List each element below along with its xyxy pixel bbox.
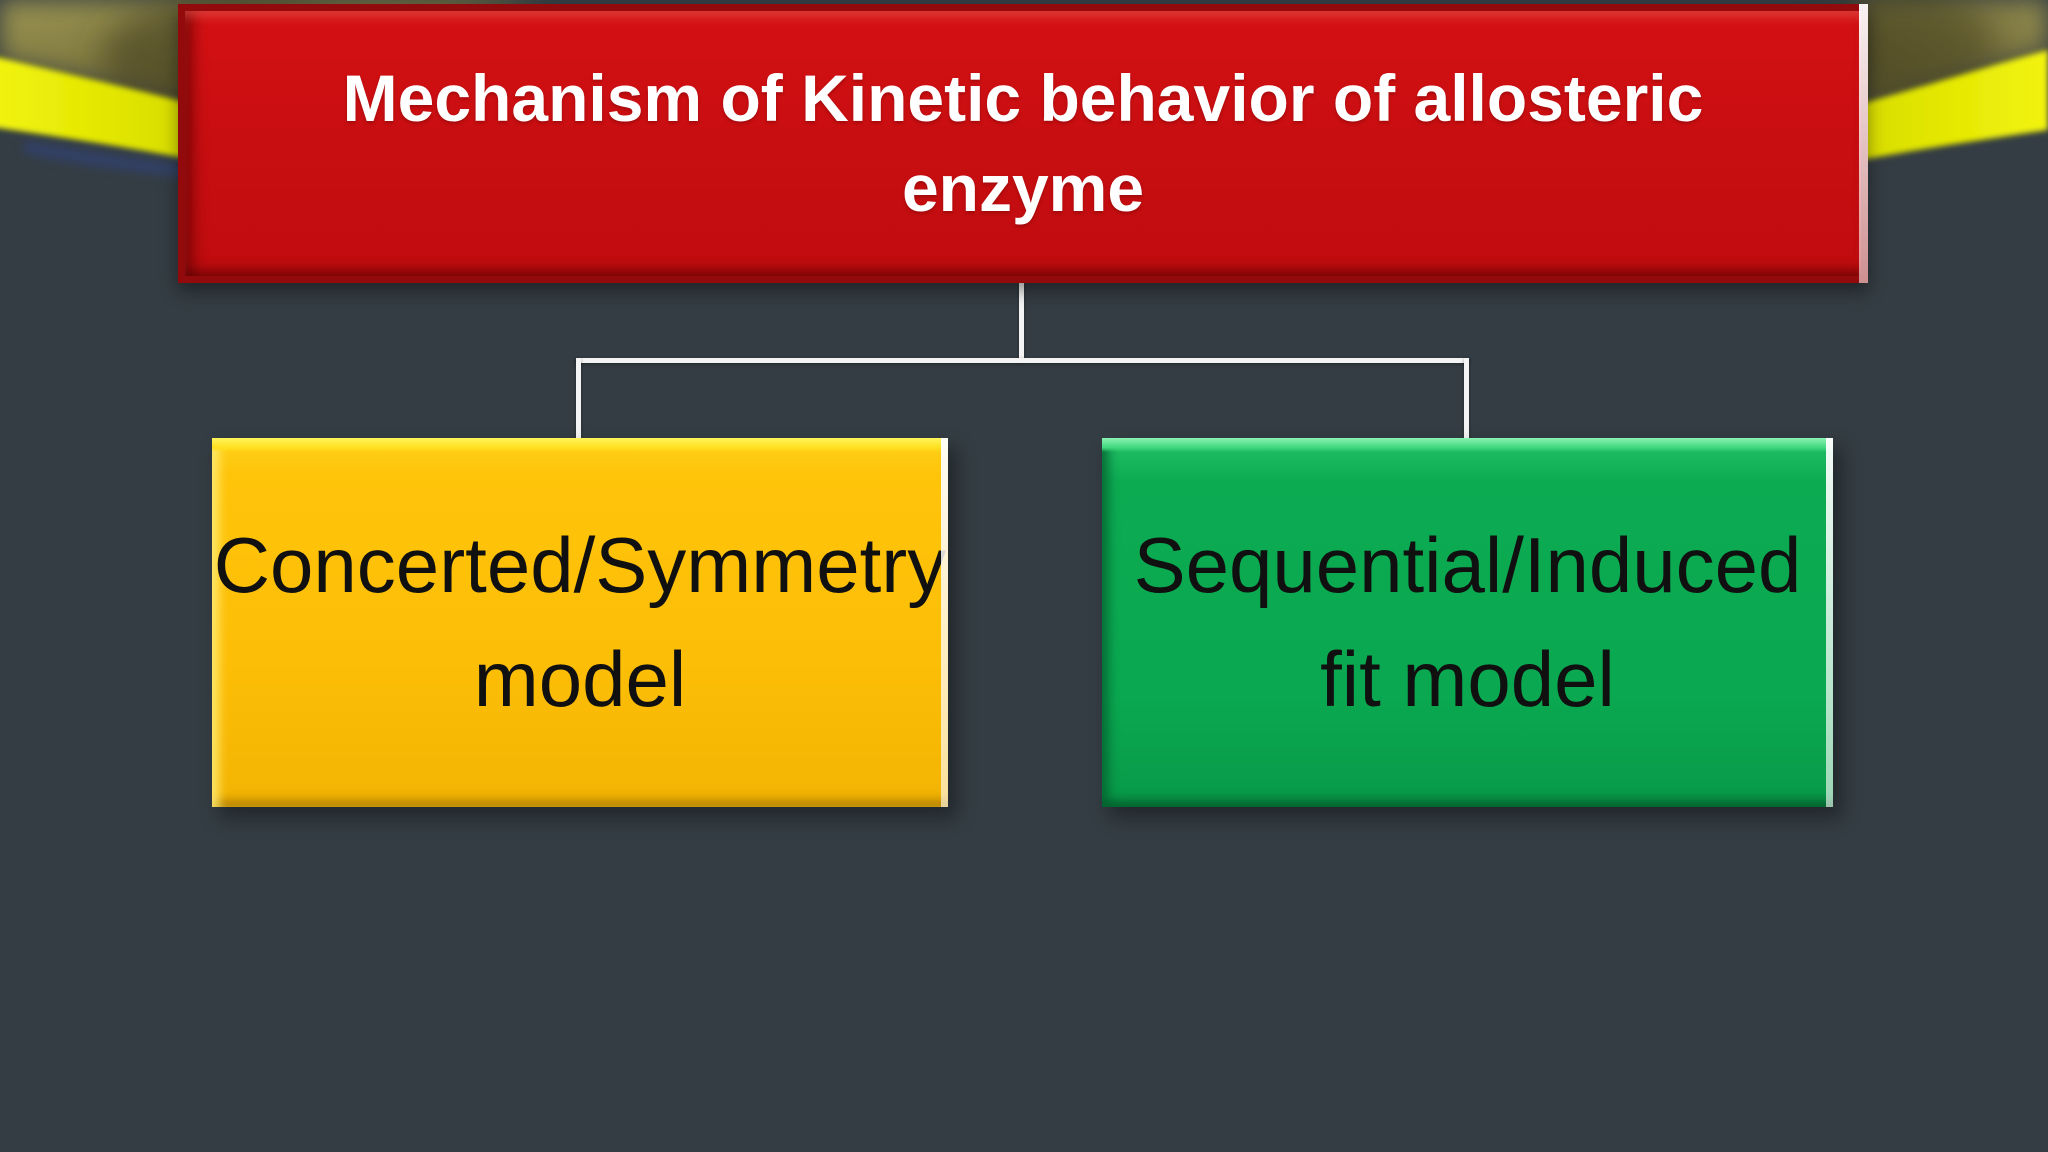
node-top-highlight [212, 438, 948, 452]
node-label-line-2: fit model [1320, 634, 1615, 723]
node-label-line-1: Sequential/Induced [1133, 521, 1802, 610]
title-line-1: Mechanism of Kinetic behavior of alloste… [342, 61, 1704, 136]
title-box: Mechanism of Kinetic behavior of alloste… [178, 4, 1868, 283]
node-top-highlight [1102, 438, 1833, 452]
node-label-line-2: model [473, 634, 687, 723]
node-right-highlight [1826, 438, 1833, 807]
title-line-2: enzyme [901, 150, 1145, 225]
connector-drop-left [576, 358, 581, 439]
node-label-line-1: Concerted/Symmetry [213, 521, 947, 610]
node-concerted-symmetry-model: Concerted/Symmetry model [212, 438, 948, 807]
node-sequential-induced-fit-model: Sequential/Induced fit model [1102, 438, 1833, 807]
connector-crossbar [576, 358, 1469, 363]
node-right-highlight [941, 438, 948, 807]
connector-stem [1019, 283, 1024, 361]
connector-drop-right [1464, 358, 1469, 439]
title-box-right-highlight [1859, 4, 1868, 283]
